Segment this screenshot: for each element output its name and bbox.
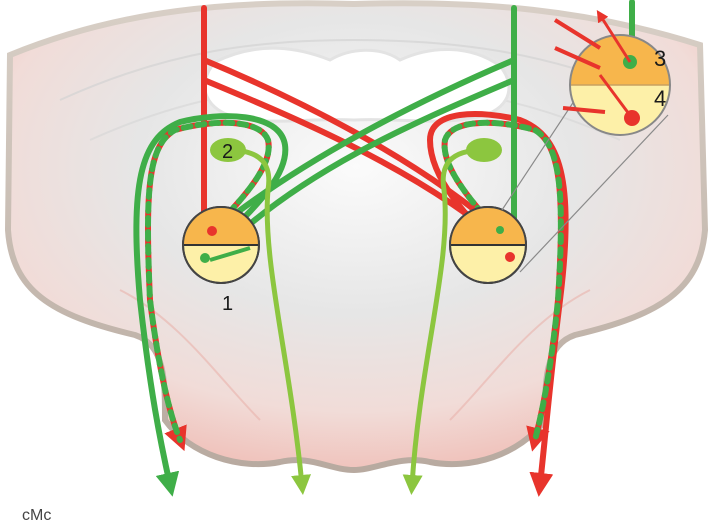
nucleus-left [183, 207, 259, 283]
label-region-2: 2 [222, 141, 233, 163]
credit-text: cMc [22, 507, 51, 524]
label-region-4: 4 [654, 86, 666, 111]
nucleus-right [466, 138, 502, 162]
label-region-1: 1 [222, 293, 233, 315]
label-region-3: 3 [654, 46, 666, 71]
nucleus-right-round [450, 207, 526, 283]
